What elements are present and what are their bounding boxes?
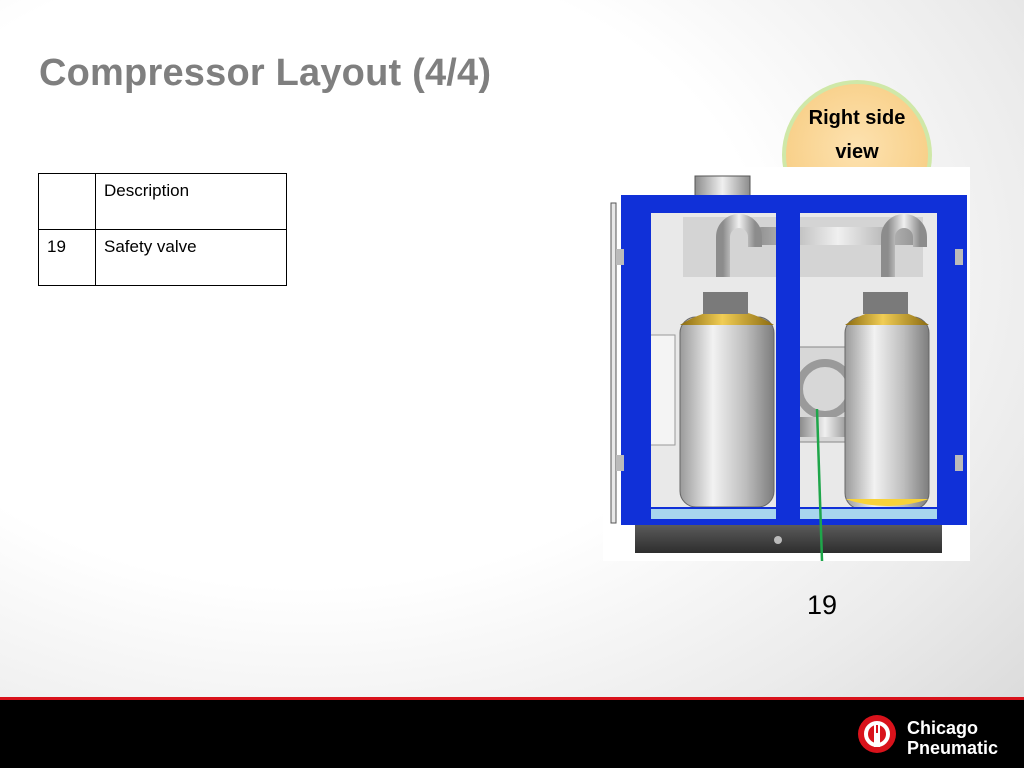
table-header-number bbox=[38, 173, 96, 230]
table-cell-number: 19 bbox=[38, 229, 96, 286]
brand-name: Chicago Pneumatic bbox=[907, 718, 998, 758]
view-label-line1: Right side bbox=[808, 107, 906, 129]
callout-number-19: 19 bbox=[807, 590, 838, 620]
brand-name-line2: Pneumatic bbox=[907, 738, 999, 758]
view-label-line2: view bbox=[835, 141, 879, 163]
brand-name-line1: Chicago bbox=[907, 718, 979, 738]
footer-bar bbox=[0, 700, 1024, 768]
table-cell-description: Safety valve bbox=[95, 229, 287, 286]
chicago-pneumatic-logo-icon bbox=[858, 715, 896, 753]
compressor-illustration bbox=[610, 175, 967, 592]
table-row: 19 Safety valve bbox=[38, 229, 287, 286]
description-table: Description 19 Safety valve bbox=[38, 173, 287, 286]
slide-title: Compressor Layout (4/4) bbox=[39, 52, 492, 94]
table-header-description: Description bbox=[95, 173, 287, 230]
table-header-row: Description bbox=[38, 173, 287, 230]
view-label-text: Right side view bbox=[782, 101, 932, 169]
callout-leader-line bbox=[815, 408, 825, 592]
compressor-right-side-image bbox=[603, 167, 970, 592]
